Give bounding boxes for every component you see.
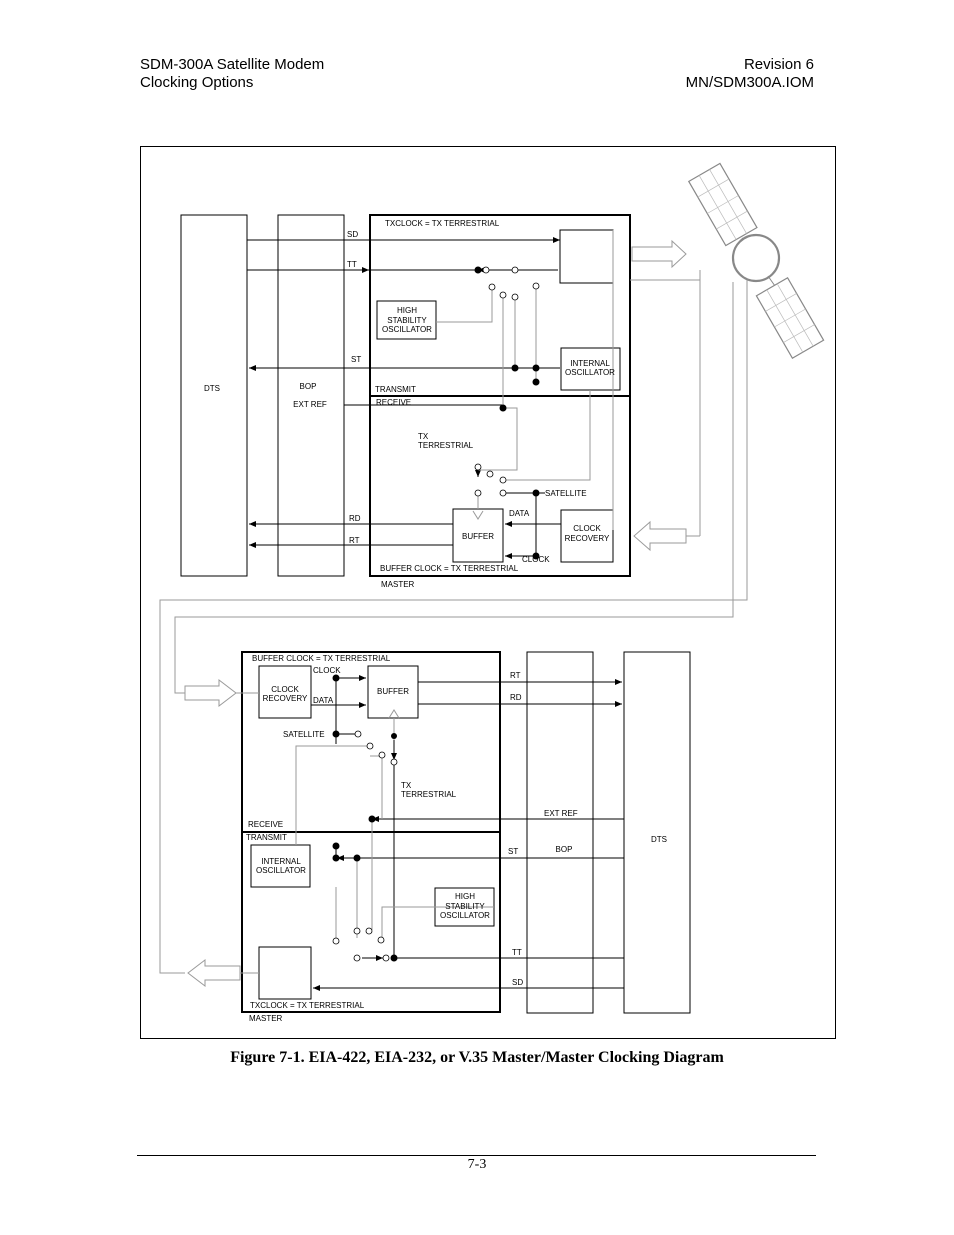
bottom-hso-label-3: OSCILLATOR	[440, 911, 490, 920]
bottom-bop-box	[526, 651, 594, 1014]
bottom-hso-label-2: STABILITY	[445, 902, 485, 911]
bottom-modulator-box	[258, 946, 312, 1000]
top-hso-label-3: OSCILLATOR	[382, 325, 432, 334]
bottom-sd-label: SD	[512, 978, 523, 987]
top-clock-label: CLOCK	[522, 555, 550, 564]
top-hso-label-2: STABILITY	[387, 316, 427, 325]
bottom-ext-ref-label: EXT REF	[544, 809, 578, 818]
bottom-transmit-box	[241, 831, 501, 1013]
top-clock-recovery-box	[560, 509, 614, 563]
top-satellite-label: SATELLITE	[545, 489, 587, 498]
top-sd-label: SD	[347, 230, 358, 239]
top-bop-box	[277, 214, 345, 577]
bottom-hso-label-1: HIGH	[455, 892, 475, 901]
header-right: Revision 6 MN/SDM300A.IOM	[686, 56, 814, 92]
bottom-int-osc-box	[250, 844, 311, 888]
top-rd-label: RD	[349, 514, 361, 523]
bottom-buffer-box	[367, 665, 419, 719]
top-int-osc-label-2: OSCILLATOR	[565, 368, 615, 377]
satellite-icon	[687, 162, 825, 359]
top-clock-rec-label-2: RECOVERY	[565, 534, 610, 543]
top-txclock-label: TXCLOCK = TX TERRESTRIAL	[385, 219, 500, 228]
bottom-txclock-label: TXCLOCK = TX TERRESTRIAL	[250, 1001, 365, 1010]
bottom-rt-label: RT	[510, 671, 521, 680]
top-bop-label: BOP	[300, 382, 317, 391]
top-dts-label: DTS	[204, 384, 220, 393]
top-st-label: ST	[351, 355, 361, 364]
top-ext-ref-label: EXT REF	[293, 400, 327, 409]
bottom-receive-label: RECEIVE	[248, 820, 283, 829]
top-clock-rec-label-1: CLOCK	[573, 524, 601, 533]
top-master-label: MASTER	[381, 580, 415, 589]
top-tx-terr-label-1: TX	[418, 432, 429, 441]
bottom-modem: BUFFER CLOCK = TX TERRESTRIAL CLOCK DATA…	[184, 651, 691, 1023]
bottom-master-label: MASTER	[249, 1014, 283, 1023]
bottom-clock-rec-label-2: RECOVERY	[263, 694, 308, 703]
bottom-clock-recovery-box	[258, 665, 312, 719]
bottom-dts-label: DTS	[651, 835, 667, 844]
doc-title: SDM-300A Satellite Modem	[140, 56, 325, 73]
top-int-osc-label-1: INTERNAL	[570, 359, 610, 368]
top-modulator-box	[559, 229, 614, 284]
top-modem: DTS BOP EXT REF SD TT ST RD RT TXCLOCK =…	[159, 214, 748, 974]
top-data-label: DATA	[509, 509, 530, 518]
figure-caption: Figure 7-1. EIA-422, EIA-232, or V.35 Ma…	[230, 1049, 724, 1066]
bottom-int-osc-label-2: OSCILLATOR	[256, 866, 306, 875]
page-number: 7-3	[467, 1157, 487, 1172]
bottom-bop-label: BOP	[556, 845, 573, 854]
top-transmit-label: TRANSMIT	[375, 385, 416, 394]
bottom-dts-box	[623, 651, 691, 1014]
bottom-buffer-clock-label: BUFFER CLOCK = TX TERRESTRIAL	[252, 654, 391, 663]
top-dts-box	[180, 214, 248, 577]
top-rt-label: RT	[349, 536, 360, 545]
bottom-rd-label: RD	[510, 693, 522, 702]
bottom-clock-label: CLOCK	[313, 666, 341, 675]
top-buffer-label: BUFFER	[462, 532, 494, 541]
bottom-st-label: ST	[508, 847, 518, 856]
header-left: SDM-300A Satellite Modem Clocking Option…	[140, 56, 324, 92]
bottom-tx-terr-label-1: TX	[401, 781, 412, 790]
bottom-data-label: DATA	[313, 696, 334, 705]
bottom-clock-rec-label-1: CLOCK	[271, 685, 299, 694]
footer-rule	[137, 1155, 816, 1156]
bottom-buffer-label: BUFFER	[377, 687, 409, 696]
bottom-transmit-label: TRANSMIT	[246, 833, 287, 842]
top-receive-box	[369, 395, 631, 577]
doc-number: MN/SDM300A.IOM	[685, 74, 814, 91]
top-receive-label: RECEIVE	[376, 398, 411, 407]
section-title: Clocking Options	[140, 74, 254, 91]
bottom-receive-box	[241, 651, 501, 833]
bottom-int-osc-label-1: INTERNAL	[261, 857, 301, 866]
top-hso-box	[376, 300, 437, 340]
top-hso-label-1: HIGH	[397, 306, 417, 315]
top-buffer-clock-label: BUFFER CLOCK = TX TERRESTRIAL	[380, 564, 519, 573]
bottom-tx-terr-label-2: TERRESTRIAL	[401, 790, 457, 799]
top-tt-label: TT	[347, 260, 357, 269]
top-tx-terr-label-2: TERRESTRIAL	[418, 441, 474, 450]
bottom-satellite-label: SATELLITE	[283, 730, 325, 739]
bottom-tt-label: TT	[512, 948, 522, 957]
figure-frame	[140, 146, 836, 1039]
revision: Revision 6	[743, 56, 814, 73]
